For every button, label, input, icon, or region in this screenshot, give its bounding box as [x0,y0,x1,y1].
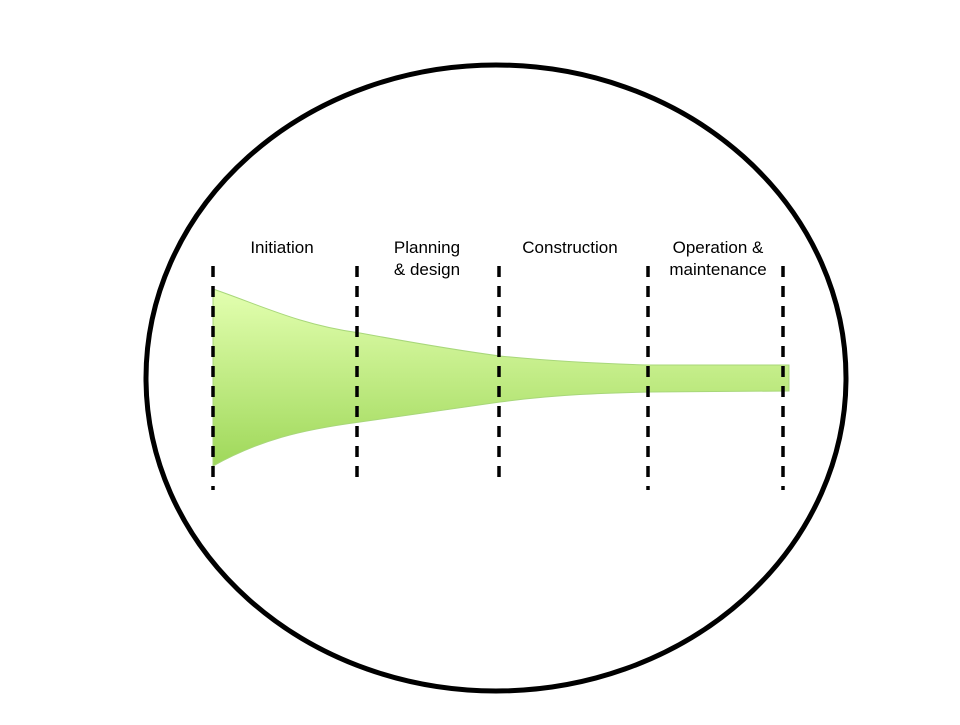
phase-label-line: maintenance [669,260,767,279]
phase-label-line: Initiation [250,238,314,257]
phase-label-line: Planning [393,238,461,257]
phase-label-line: Operation & [672,238,764,257]
enclosing-circle [143,62,849,694]
phase-label-line: Construction [522,238,618,257]
phase-label-line: & design [393,260,461,279]
phase-label-initiation: Initiation [222,237,342,259]
funnel-shape [212,288,790,467]
phase-label-construction: Construction [505,237,635,259]
phase-label-operation-maintenance: Operation & maintenance [653,237,783,281]
phase-label-planning-design: Planning & design [367,237,487,281]
